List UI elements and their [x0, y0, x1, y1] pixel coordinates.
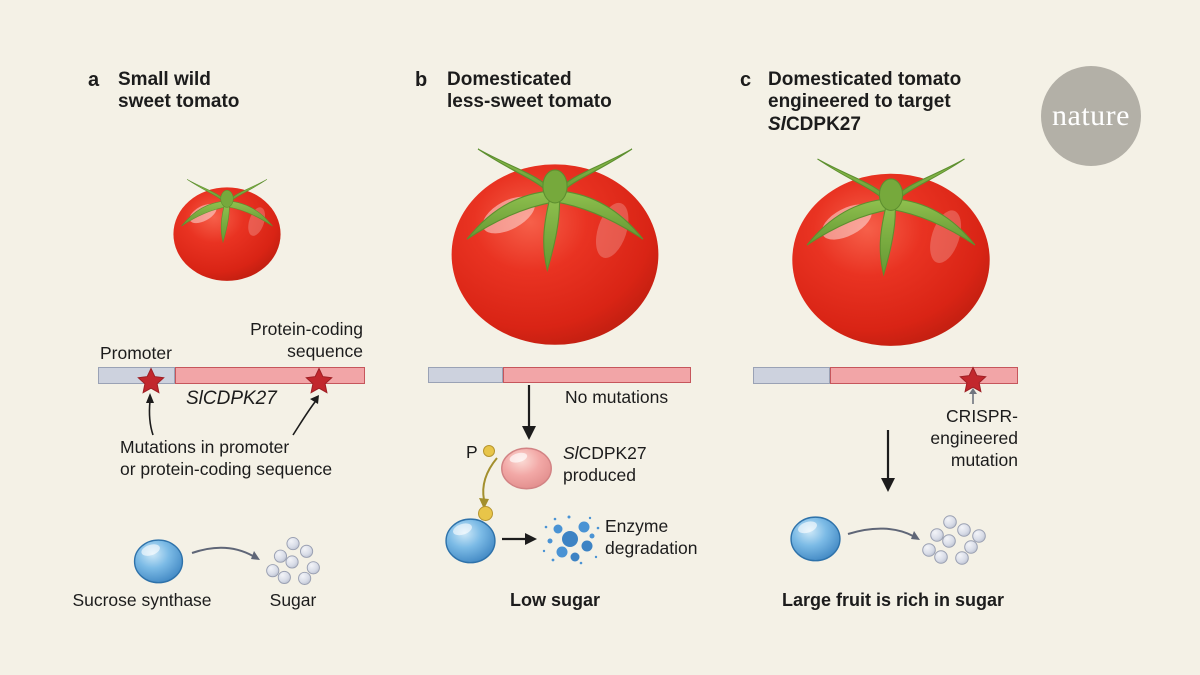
sucrose-synthase-ball — [445, 518, 496, 564]
small-tomato-illustration — [173, 179, 281, 281]
no-mutations-label: No mutations — [565, 387, 669, 407]
panel-b-title-line2: less-sweet tomato — [447, 91, 612, 113]
panel-a-title-line2: sweet tomato — [118, 91, 240, 113]
enzyme-degradation-label: Enzyme degradation — [605, 515, 697, 559]
reaction-arrow — [191, 546, 260, 560]
sucrose-synthase-ball — [790, 516, 841, 562]
panel-c-title: Domesticated tomato engineered to target… — [768, 69, 961, 136]
gene-rest: CDPK27 — [785, 113, 861, 135]
nature-logo: nature — [1041, 66, 1141, 166]
rich-in-sugar-label: Large fruit is rich in sugar — [781, 590, 1005, 610]
degraded-enzyme-fragments — [542, 515, 600, 565]
coding-segment — [830, 367, 1018, 384]
panel-a-title-line1: Small wild — [118, 69, 211, 90]
reaction-arrow — [847, 527, 920, 540]
down-arrow — [881, 430, 895, 492]
gene-prefix: Sl — [768, 113, 786, 135]
nature-logo-text: nature — [1052, 99, 1130, 132]
panel-c-title-line3: SlCDPK27 — [768, 114, 961, 136]
coding-segment — [175, 367, 365, 384]
slcdpk27-protein-ball — [501, 447, 552, 490]
promoter-label: Promoter — [100, 343, 172, 363]
panel-b-letter: b — [415, 69, 428, 91]
low-sugar-label: Low sugar — [509, 590, 600, 610]
mutations-caption: Mutations in promoter or protein-coding … — [120, 436, 332, 480]
protein-rest: CDPK27 — [578, 443, 647, 463]
degradation-line2: degradation — [605, 538, 698, 559]
protein-produced-line2: produced — [563, 465, 636, 486]
panel-c-title-line2: engineered to target — [768, 91, 951, 113]
phosphate-dot-on-enzyme — [478, 506, 493, 521]
coding-sequence-label: Protein-coding sequence — [220, 318, 363, 362]
mutation-pointer-arrows — [146, 393, 319, 436]
phosphate-label: P — [466, 442, 478, 462]
sugar-label: Sugar — [269, 590, 317, 610]
panel-c-title-line1: Domesticated tomato — [768, 69, 962, 90]
promoter-segment — [753, 367, 830, 384]
gene-bar-b — [428, 367, 691, 383]
protein-prefix: Sl — [563, 443, 579, 463]
down-arrow — [522, 385, 536, 440]
sucrose-synthase-label: Sucrose synthase — [72, 590, 212, 610]
large-tomato-illustration — [451, 148, 659, 345]
protein-produced-label: SlCDPK27 produced — [563, 442, 647, 486]
sugar-granules — [266, 537, 320, 585]
star-pointer-line — [969, 388, 977, 404]
sugar-granules — [922, 515, 986, 565]
crispr-line2: engineered — [930, 428, 1018, 449]
phosphorylation-arrow — [479, 457, 498, 509]
mutation-star-icon — [305, 367, 333, 394]
coding-label-line1: Protein-coding — [250, 319, 363, 339]
coding-segment — [503, 367, 691, 383]
promoter-segment — [428, 367, 503, 383]
panel-c-letter: c — [740, 69, 752, 91]
panel-b-title-line1: Domesticated — [447, 69, 572, 90]
large-tomato-illustration — [792, 158, 990, 346]
crispr-line3: mutation — [950, 450, 1018, 471]
panel-b-title: Domesticated less-sweet tomato — [447, 69, 612, 114]
mutation-star-icon — [137, 367, 165, 394]
panel-a-title: Small wild sweet tomato — [118, 69, 239, 114]
crispr-line1: CRISPR- — [946, 406, 1018, 426]
mutations-caption-line1: Mutations in promoter — [120, 437, 290, 457]
panel-a-letter: a — [88, 69, 100, 91]
degradation-arrow — [502, 533, 537, 545]
gene-name-label: SlCDPK27 — [186, 388, 277, 409]
mutations-caption-line2: or protein-coding sequence — [120, 459, 333, 480]
crispr-caption: CRISPR- engineered mutation — [900, 405, 1018, 471]
phosphate-dot — [483, 445, 495, 457]
crispr-mutation-star-icon — [959, 366, 987, 393]
degradation-line1: Enzyme — [605, 516, 669, 536]
coding-label-line2: sequence — [287, 341, 363, 362]
sucrose-synthase-ball — [133, 539, 184, 584]
